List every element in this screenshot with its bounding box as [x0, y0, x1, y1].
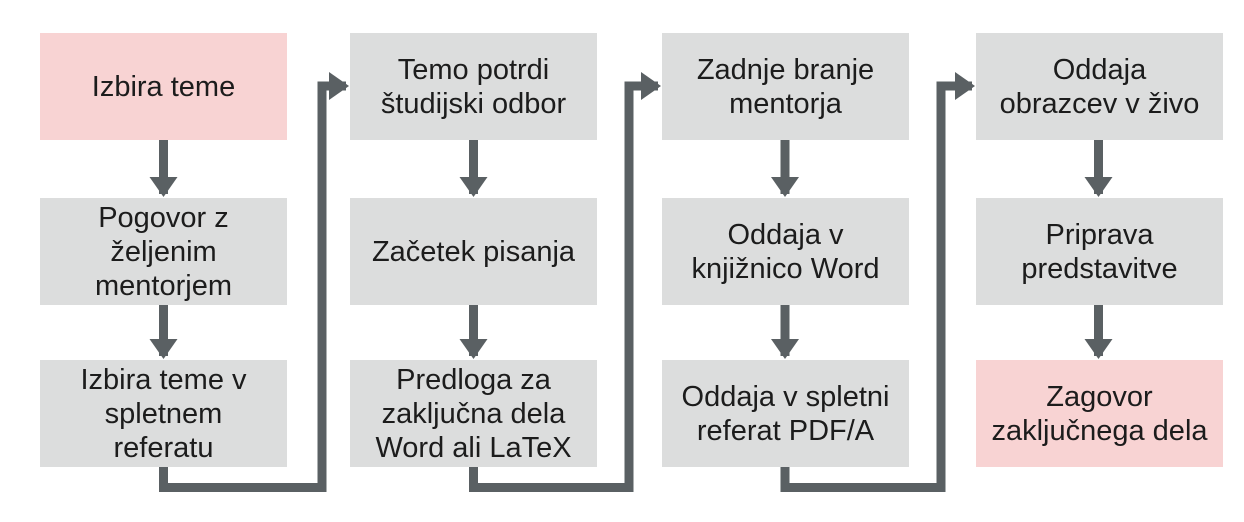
step-box-zagovor-dela: Zagovor zaključnega dela	[976, 360, 1223, 467]
step-box-oddaja-referat-pdfa: Oddaja v spletni referat PDF/A	[662, 360, 909, 467]
step-box-izbira-teme: Izbira teme	[40, 33, 287, 140]
step-box-pogovor-z-mentorjem: Pogovor z željenim mentorjem	[40, 198, 287, 305]
elbow-connector-icon	[780, 72, 975, 492]
step-box-oddaja-obrazcev: Oddaja obrazcev v živo	[976, 33, 1223, 140]
elbow-connector-icon	[469, 72, 661, 492]
step-box-predloga-word-latex: Predloga za zaključna dela Word ali LaTe…	[350, 360, 597, 467]
step-box-temo-potrdi-odbor: Temo potrdi študijski odbor	[350, 33, 597, 140]
step-box-priprava-predstavitve: Priprava predstavitve	[976, 198, 1223, 305]
step-box-oddaja-knjiznico-word: Oddaja v knjižnico Word	[662, 198, 909, 305]
elbow-connector-icon	[159, 72, 349, 492]
step-box-zacetek-pisanja: Začetek pisanja	[350, 198, 597, 305]
step-box-izbira-teme-referat: Izbira teme v spletnem referatu	[40, 360, 287, 467]
step-box-zadnje-branje-mentorja: Zadnje branje mentorja	[662, 33, 909, 140]
